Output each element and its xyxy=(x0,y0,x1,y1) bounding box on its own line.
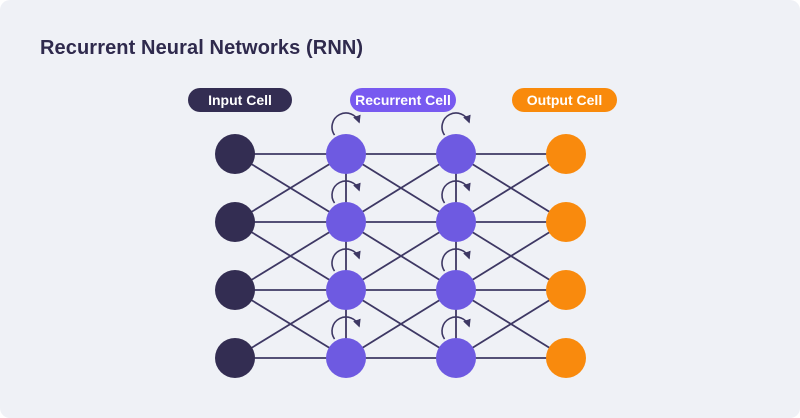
page-title: Recurrent Neural Networks (RNN) xyxy=(40,37,364,59)
edge-line xyxy=(234,153,347,223)
edge-line xyxy=(345,153,457,223)
input-node xyxy=(215,270,255,310)
legend-badge-recurrent-cell: Recurrent Cell xyxy=(350,88,456,112)
recurrent-node xyxy=(436,134,476,174)
self-loop-arrow xyxy=(331,112,361,136)
recurrent-node xyxy=(326,202,366,242)
recurrent-node xyxy=(326,338,366,378)
legend-badge-output-cell: Output Cell xyxy=(512,88,617,112)
recurrent-node xyxy=(326,134,366,174)
edge-line xyxy=(234,221,347,291)
self-loop-arrow xyxy=(441,316,471,340)
self-loop-arrow xyxy=(331,316,361,340)
self-loop-arrow xyxy=(441,248,471,272)
nodes-group xyxy=(215,134,586,378)
output-node xyxy=(546,338,586,378)
recurrent-node xyxy=(436,270,476,310)
self-loop-arrow xyxy=(331,180,361,204)
self-loops-group xyxy=(331,112,471,340)
output-node xyxy=(546,270,586,310)
edge-line xyxy=(345,221,457,291)
self-loop-arrow xyxy=(331,248,361,272)
edge-line xyxy=(234,289,347,359)
input-node xyxy=(215,134,255,174)
self-loop-arrow xyxy=(441,112,471,136)
edge-line xyxy=(455,221,567,291)
output-node xyxy=(546,202,586,242)
recurrent-node xyxy=(436,338,476,378)
recurrent-node xyxy=(326,270,366,310)
input-node xyxy=(215,338,255,378)
legend-badge-input-cell: Input Cell xyxy=(188,88,292,112)
edge-line xyxy=(455,289,567,359)
self-loop-arrow xyxy=(441,180,471,204)
output-node xyxy=(546,134,586,174)
edge-line xyxy=(345,289,457,359)
edge-line xyxy=(455,153,567,223)
input-node xyxy=(215,202,255,242)
recurrent-node xyxy=(436,202,476,242)
edges-group xyxy=(234,153,567,359)
